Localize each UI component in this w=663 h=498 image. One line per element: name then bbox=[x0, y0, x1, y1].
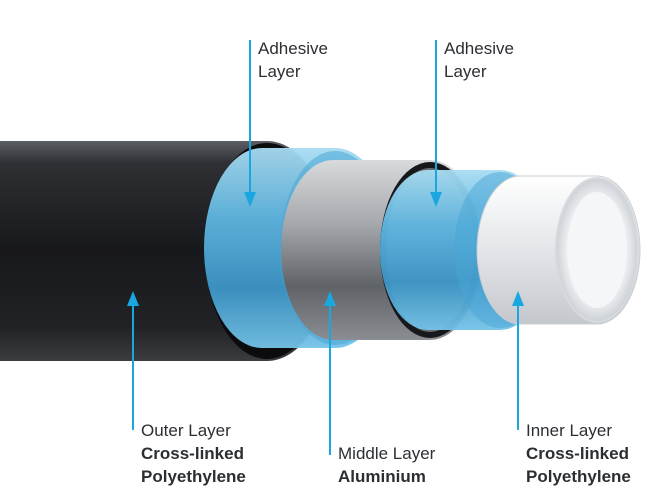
pointer-outer-layer bbox=[127, 291, 139, 430]
pointer-adhesive-outer bbox=[244, 40, 256, 207]
pointer-inner-layer bbox=[512, 291, 524, 430]
label-line: Adhesive bbox=[258, 39, 328, 58]
label-material: Cross-linked bbox=[526, 444, 629, 463]
label-line: Outer Layer bbox=[141, 421, 231, 440]
label-line: Adhesive bbox=[444, 39, 514, 58]
label-inner-layer: Inner Layer Cross-linked Polyethylene bbox=[526, 419, 631, 488]
label-material: Cross-linked bbox=[141, 444, 244, 463]
label-line: Inner Layer bbox=[526, 421, 612, 440]
label-line: Layer bbox=[258, 62, 301, 81]
pointer-middle-layer bbox=[324, 291, 336, 455]
label-material: Polyethylene bbox=[141, 467, 246, 486]
label-line: Middle Layer bbox=[338, 444, 436, 463]
label-adhesive-outer: Adhesive Layer bbox=[258, 37, 328, 83]
label-line: Layer bbox=[444, 62, 487, 81]
label-outer-layer: Outer Layer Cross-linked Polyethylene bbox=[141, 419, 246, 488]
pointer-adhesive-inner bbox=[430, 40, 442, 207]
label-material: Polyethylene bbox=[526, 467, 631, 486]
inner-layer-shape bbox=[476, 175, 641, 325]
label-adhesive-inner: Adhesive Layer bbox=[444, 37, 514, 83]
label-material: Aluminium bbox=[338, 467, 426, 486]
label-middle-layer: Middle Layer Aluminium bbox=[338, 442, 435, 488]
